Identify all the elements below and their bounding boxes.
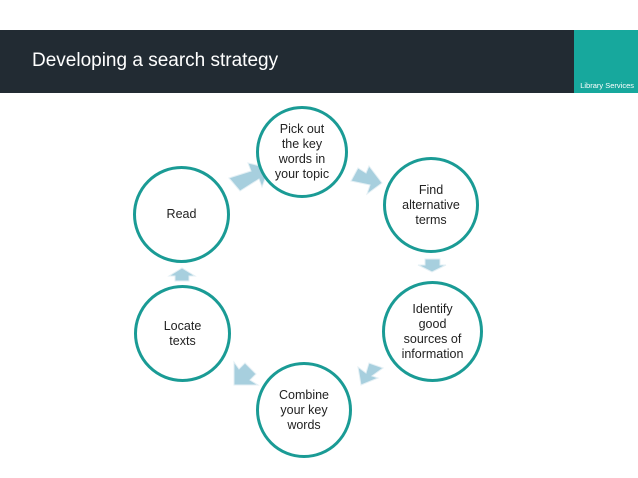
step-combine-key-words: Combine your key words	[256, 362, 352, 458]
arrow-identify-to-combine	[357, 362, 385, 386]
arrow-combine-to-locate	[233, 360, 260, 386]
step-combine-key-words-label: Combine your key words	[278, 387, 330, 432]
step-read: Read	[133, 166, 230, 263]
step-read-label: Read	[166, 207, 197, 221]
arrow-locate-to-read	[167, 267, 197, 282]
arrow-pick-to-find	[350, 165, 383, 196]
slide-title: Developing a search strategy	[32, 50, 279, 71]
step-locate-texts: Locate texts	[134, 285, 231, 382]
arrow-find-to-identify	[417, 258, 447, 273]
step-identify-sources: Identify good sources of information	[382, 281, 483, 382]
step-pick-out-key-words-label: Pick out the key words in your topic	[274, 122, 330, 181]
step-find-alternative-terms: Find alternative terms	[383, 157, 479, 253]
step-find-alternative-terms-label: Find alternative terms	[402, 182, 460, 227]
step-pick-out-key-words: Pick out the key words in your topic	[256, 106, 348, 198]
brand-block: Library Services	[574, 30, 638, 93]
step-locate-texts-label: Locate texts	[163, 318, 202, 348]
brand-label: Library Services	[580, 81, 634, 90]
title-bar: Developing a search strategy	[0, 30, 574, 93]
step-identify-sources-label: Identify good sources of information	[401, 301, 464, 361]
